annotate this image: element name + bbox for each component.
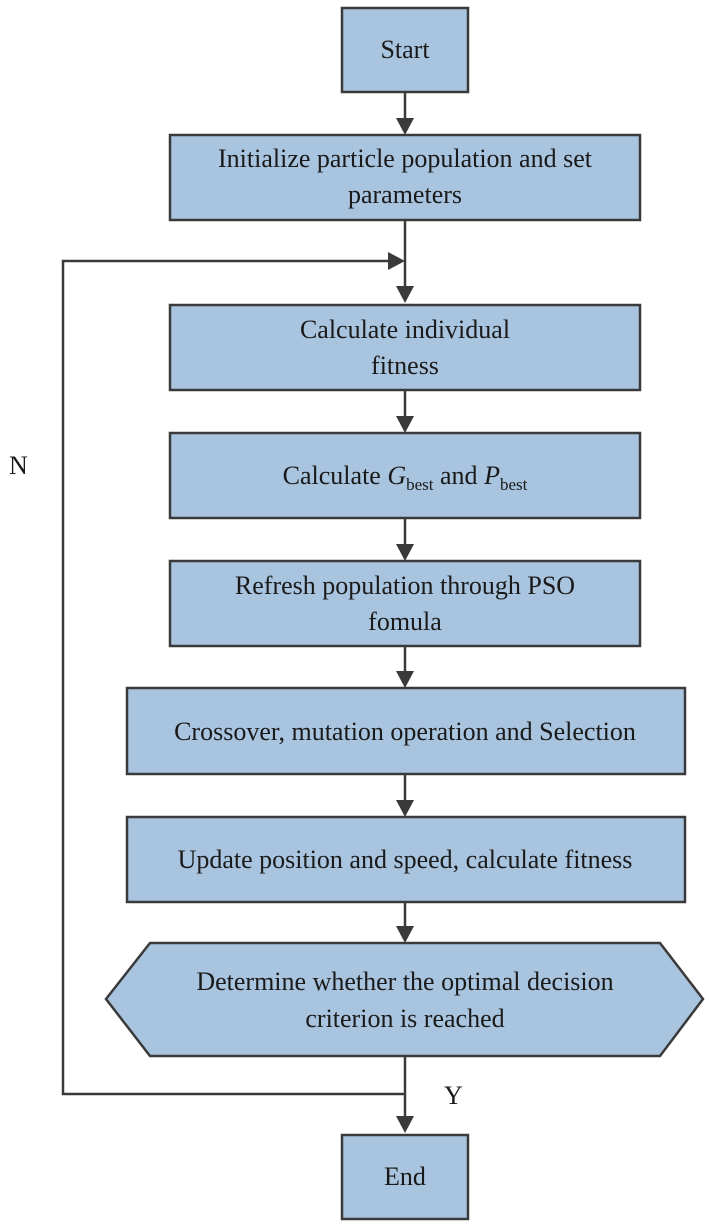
start-node: [340, 6, 470, 94]
decision-label-line1: Determine whether the optimal decision: [196, 967, 613, 996]
refresh-node: [168, 559, 642, 648]
fitness-node: [168, 303, 642, 392]
best-label-prefix: Calculate: [283, 461, 388, 490]
p-subscript: best: [500, 475, 528, 494]
update-label: Update position and speed, calculate fit…: [178, 845, 633, 874]
arrowhead: [396, 416, 414, 433]
fitness-label-line1: Calculate individual: [300, 315, 510, 344]
init-label-line1: Initialize particle population and set: [218, 144, 593, 173]
arrowhead: [396, 926, 414, 943]
arrowhead: [396, 671, 414, 688]
g-symbol: G: [387, 461, 406, 490]
decision-label-line2: criterion is reached: [305, 1004, 504, 1033]
decision-node: [104, 941, 705, 1058]
arrowhead: [396, 286, 414, 303]
arrowhead: [396, 544, 414, 561]
fitness-label-line2: fitness: [371, 351, 439, 380]
arrowhead: [396, 118, 414, 135]
arrowhead: [396, 800, 414, 817]
connectors: [61, 92, 414, 1133]
yes-branch-label: Y: [444, 1081, 463, 1110]
best-label-mid: and: [434, 461, 485, 490]
start-label: Start: [380, 35, 430, 64]
best-node: [168, 431, 642, 520]
best-label: Calculate Gbest and Pbest: [283, 461, 528, 494]
no-branch-label: N: [9, 451, 28, 480]
arrowhead: [388, 252, 405, 270]
update-node: [125, 815, 687, 904]
edge-loop-back: [61, 259, 405, 1096]
refresh-label-line2: fomula: [368, 607, 442, 636]
crossover-label: Crossover, mutation operation and Select…: [174, 717, 636, 746]
end-label: End: [384, 1162, 426, 1191]
init-node: [168, 133, 642, 222]
p-symbol: P: [483, 461, 500, 490]
arrowhead: [396, 1116, 414, 1133]
refresh-label-line1: Refresh population through PSO: [235, 571, 575, 600]
init-label-line2: parameters: [348, 180, 462, 209]
crossover-node: [125, 686, 687, 776]
g-subscript: best: [406, 475, 434, 494]
end-node: [340, 1133, 470, 1221]
